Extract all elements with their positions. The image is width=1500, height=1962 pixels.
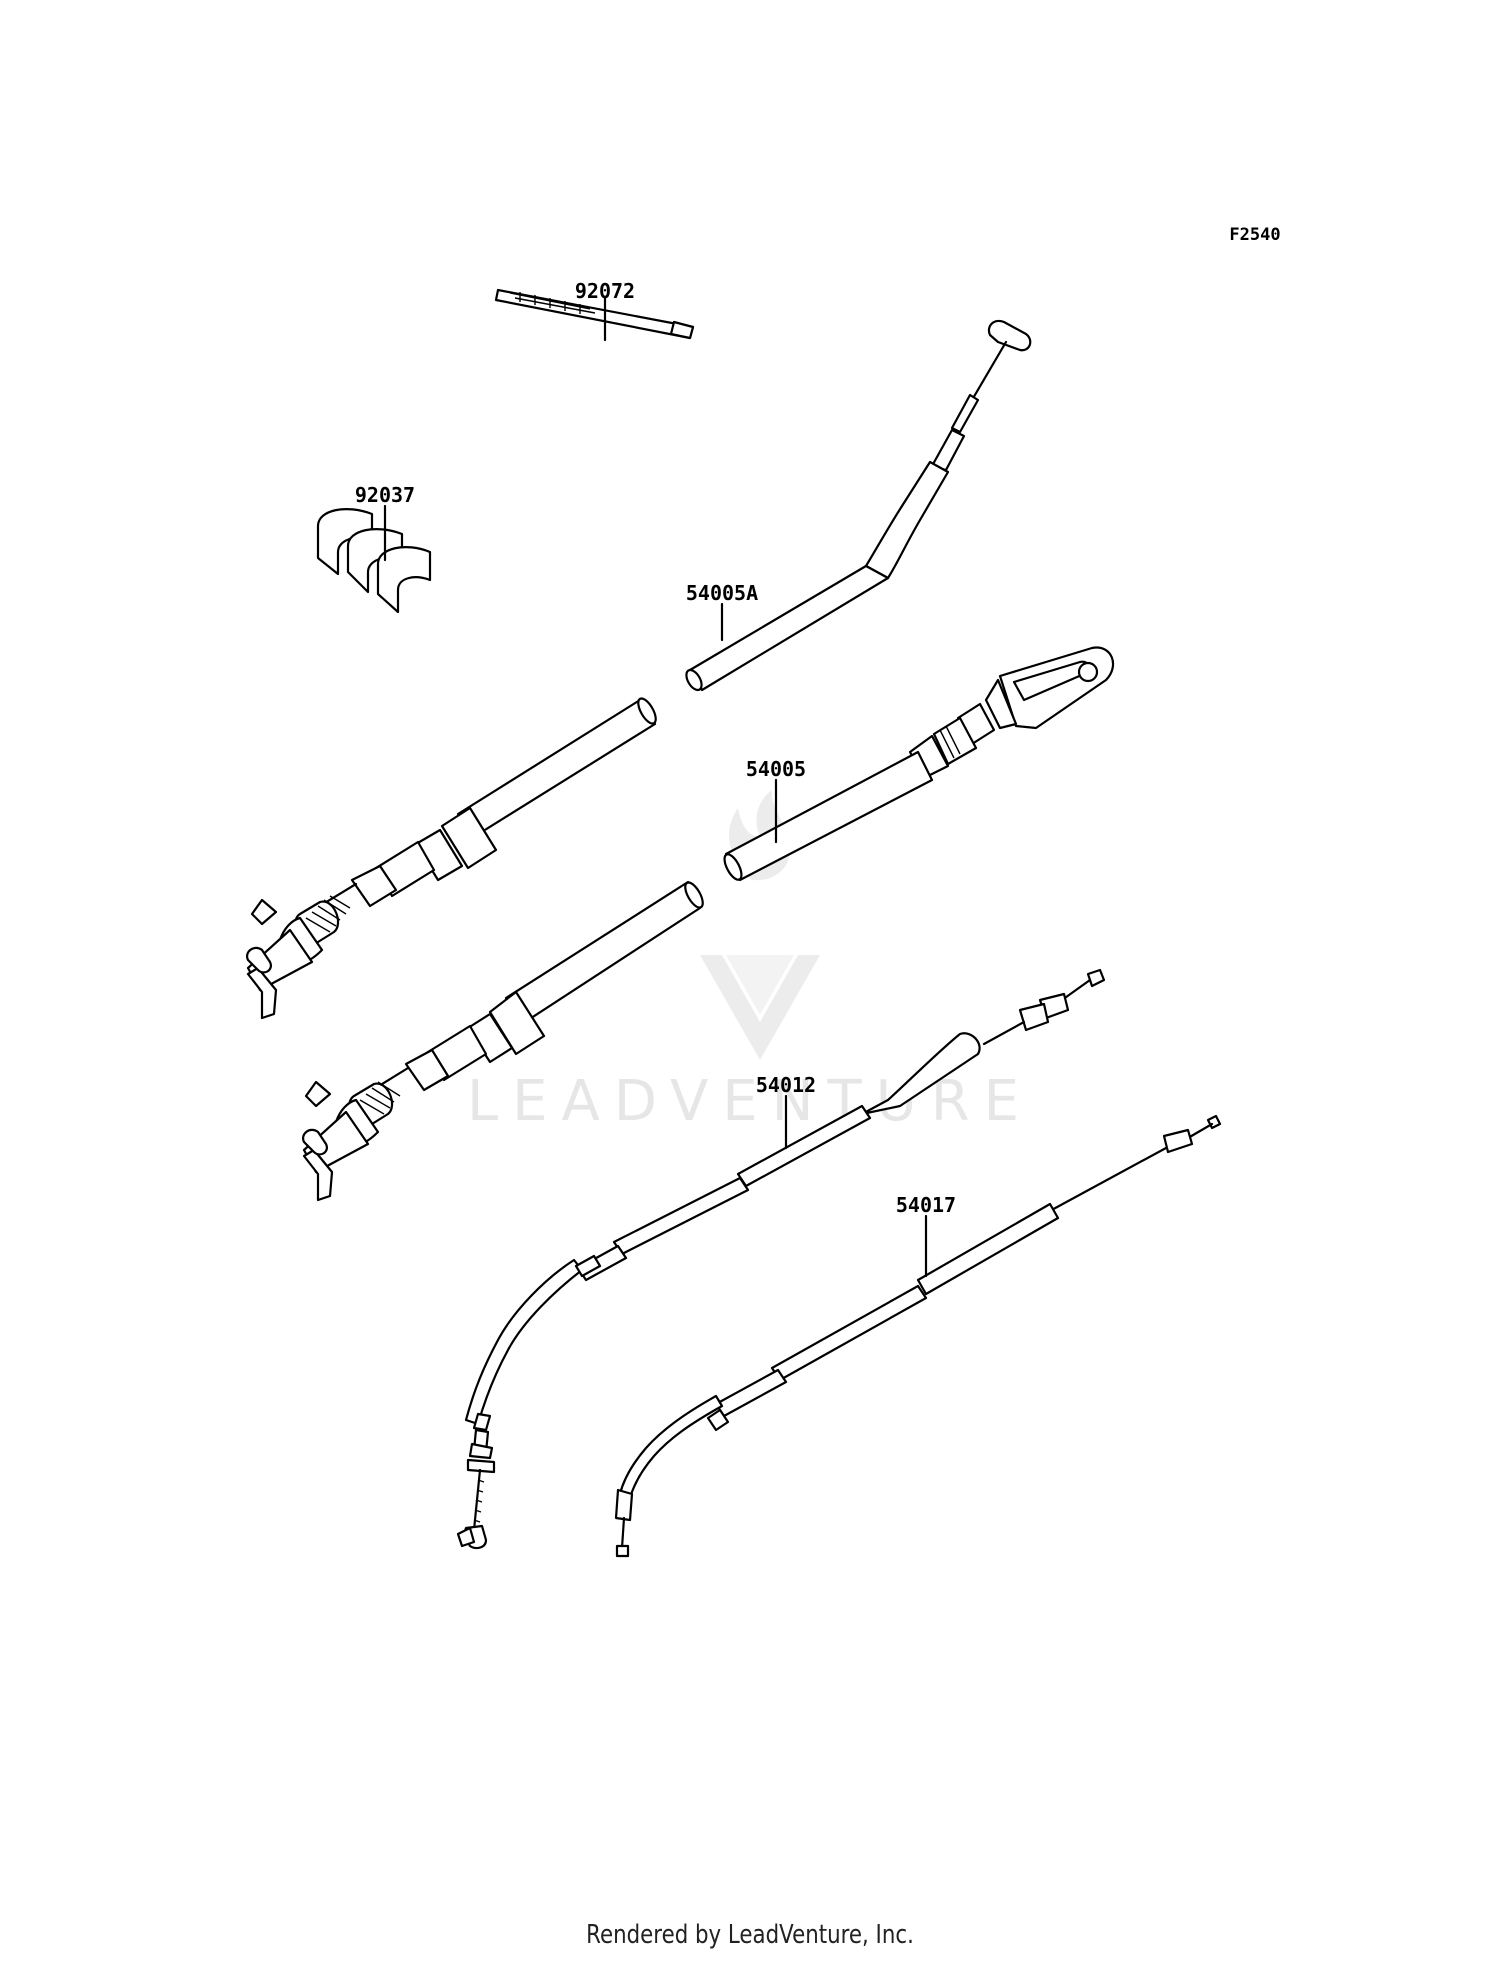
throttle-cable-part-number[interactable]: 54012 (756, 1073, 816, 1097)
cable-upper-part[interactable] (246, 319, 1032, 1020)
cable-lower-part-number[interactable]: 54005 (746, 757, 806, 781)
watermark-brand-text: LEADVENTURE (467, 1069, 1033, 1134)
cable-tie-part-number[interactable]: 92072 (575, 279, 635, 303)
cable-lower-part[interactable] (302, 646, 1115, 1202)
diagram-code: F2540 (1229, 225, 1280, 245)
choke-cable-part-number[interactable]: 54017 (896, 1193, 956, 1217)
clamp-part[interactable] (316, 508, 432, 614)
throttle-cable-part[interactable] (456, 968, 1106, 1550)
cable-upper-part-number[interactable]: 54005A (686, 581, 758, 605)
clamp-part-number[interactable]: 92037 (355, 483, 415, 507)
leadventure-watermark: LEADVENTURE (467, 790, 1033, 1134)
cable-tie-part[interactable] (494, 288, 695, 340)
footer-credit: Rendered by LeadVenture, Inc. (586, 1920, 914, 1950)
choke-cable-part[interactable] (614, 1114, 1222, 1558)
